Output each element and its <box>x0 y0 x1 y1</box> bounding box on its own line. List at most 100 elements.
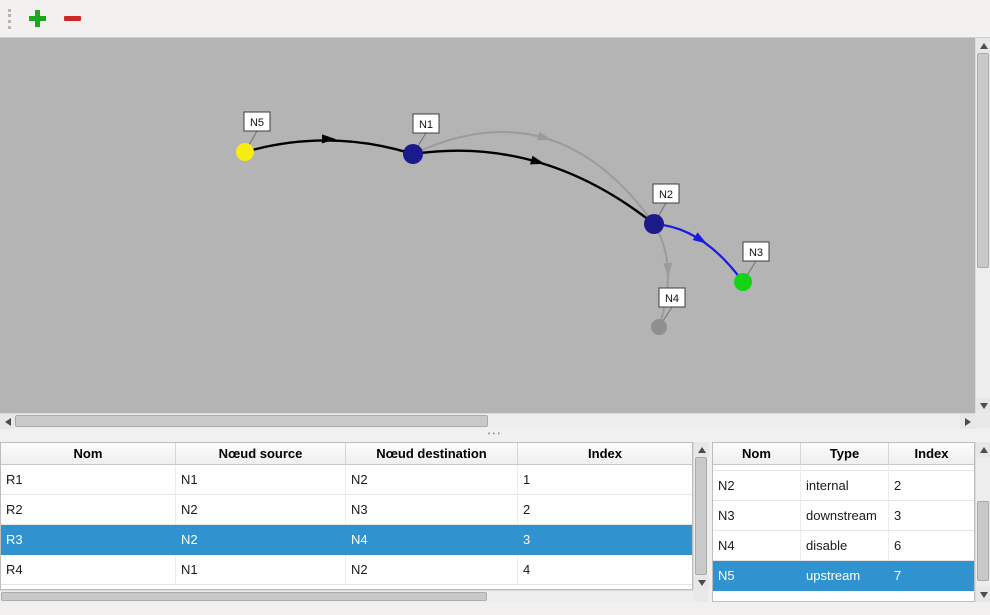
cell <box>889 465 974 471</box>
node-label-box[interactable] <box>742 241 770 262</box>
scrollbar-track[interactable] <box>976 53 990 398</box>
cell: N2 <box>346 555 518 585</box>
triangle-down-icon <box>979 591 988 598</box>
header-nom[interactable]: Nom <box>1 443 176 465</box>
header-type[interactable]: Type <box>801 443 889 465</box>
nodes-panel: Nom Type Index N2 internal 2 N3 downstre… <box>712 442 990 602</box>
triangle-down-icon <box>979 402 988 409</box>
splitter-handle[interactable]: ⋯ <box>486 425 504 442</box>
header-index[interactable]: Index <box>889 443 974 465</box>
node-N1[interactable] <box>403 144 423 164</box>
cell: disable <box>801 531 889 561</box>
remove-button[interactable] <box>62 14 83 23</box>
add-button[interactable] <box>27 8 48 29</box>
nodes-table-header: Nom Type Index <box>713 443 974 465</box>
header-noeud-source[interactable]: Nœud source <box>176 443 346 465</box>
cell: 7 <box>889 561 974 591</box>
edge-arrow-icon <box>530 155 545 165</box>
cell: R4 <box>1 555 176 585</box>
cell: N4 <box>713 531 801 561</box>
scroll-up-button[interactable] <box>976 38 990 53</box>
node-N3[interactable] <box>734 273 752 291</box>
toolbar <box>0 0 990 38</box>
node-label-box[interactable] <box>652 183 680 204</box>
scrollbar-thumb[interactable] <box>695 457 707 575</box>
table-row[interactable]: R1 N1 N2 1 <box>1 465 692 495</box>
canvas-hscrollbar[interactable] <box>0 413 975 429</box>
scroll-up-button[interactable] <box>976 442 990 457</box>
triangle-right-icon <box>964 417 971 426</box>
scrollbar-track[interactable] <box>0 591 693 602</box>
edge-N2-N4[interactable] <box>653 223 669 328</box>
scrollbar-thumb[interactable] <box>977 501 989 581</box>
scrollbar-track[interactable] <box>976 457 990 587</box>
routes-table: Nom Nœud source Nœud destination Index R… <box>0 442 693 590</box>
edge-arrow-icon <box>692 232 707 244</box>
cell: N2 <box>176 495 346 525</box>
table-row[interactable]: R4 N1 N2 4 <box>1 555 692 585</box>
toolbar-grip[interactable] <box>8 8 11 29</box>
cell: downstream <box>801 501 889 531</box>
scroll-down-button[interactable] <box>976 398 990 413</box>
triangle-down-icon <box>697 579 706 586</box>
cell: N5 <box>713 561 801 591</box>
routes-panel: Nom Nœud source Nœud destination Index R… <box>0 442 709 602</box>
scrollbar-corner <box>975 413 990 428</box>
node-label-box[interactable] <box>412 113 440 134</box>
cell <box>713 465 801 471</box>
scroll-left-button[interactable] <box>0 414 15 429</box>
scrollbar-track[interactable] <box>15 414 960 428</box>
canvas-vscrollbar[interactable] <box>975 38 990 413</box>
edge-N1-N2-alt[interactable] <box>412 131 655 225</box>
routes-table-header: Nom Nœud source Nœud destination Index <box>1 443 692 465</box>
cell: N4 <box>346 525 518 555</box>
node-label: N2 <box>659 189 673 201</box>
scrollbar-thumb[interactable] <box>977 53 989 268</box>
table-row[interactable]: R3 N2 N4 3 <box>1 525 692 555</box>
cell: 2 <box>889 471 974 501</box>
node-label-box[interactable] <box>658 287 686 308</box>
table-row[interactable]: N3 downstream 3 <box>713 501 974 531</box>
node-label: N3 <box>749 247 763 259</box>
scroll-down-button[interactable] <box>976 587 990 602</box>
cell: upstream <box>801 561 889 591</box>
node-N2[interactable] <box>644 214 664 234</box>
scroll-up-button[interactable] <box>694 442 709 457</box>
table-row[interactable]: N4 disable 6 <box>713 531 974 561</box>
cell: N3 <box>713 501 801 531</box>
header-nom[interactable]: Nom <box>713 443 801 465</box>
edge-arrow-icon <box>663 262 673 277</box>
scrollbar-corner <box>693 590 708 602</box>
nodes-vscrollbar[interactable] <box>975 442 990 602</box>
node-label-box[interactable] <box>243 111 271 132</box>
cell: N2 <box>176 525 346 555</box>
scrollbar-thumb[interactable] <box>15 415 488 427</box>
table-row[interactable]: N2 internal 2 <box>713 471 974 501</box>
node-N5[interactable] <box>236 143 254 161</box>
minus-icon <box>64 16 81 21</box>
scrollbar-track[interactable] <box>694 457 708 575</box>
cell: 2 <box>518 495 692 525</box>
scroll-right-button[interactable] <box>960 414 975 429</box>
cell: internal <box>801 471 889 501</box>
plus-icon <box>29 10 46 27</box>
scroll-down-button[interactable] <box>694 575 709 590</box>
routes-vscrollbar[interactable] <box>693 442 709 590</box>
table-row[interactable]: N5 upstream 7 <box>713 561 974 591</box>
cell: N2 <box>346 465 518 495</box>
routes-hscrollbar[interactable] <box>0 590 693 602</box>
scrollbar-thumb[interactable] <box>1 592 487 601</box>
table-row-partial[interactable] <box>713 465 974 471</box>
node-label: N4 <box>665 293 679 305</box>
table-row[interactable]: R2 N2 N3 2 <box>1 495 692 525</box>
edge-N5-N1[interactable] <box>244 139 414 156</box>
header-noeud-destination[interactable]: Nœud destination <box>346 443 518 465</box>
node-N4[interactable] <box>651 319 667 335</box>
cell: R3 <box>1 525 176 555</box>
cell: N3 <box>346 495 518 525</box>
cell: R1 <box>1 465 176 495</box>
cell <box>801 465 889 471</box>
header-index[interactable]: Index <box>518 443 692 465</box>
